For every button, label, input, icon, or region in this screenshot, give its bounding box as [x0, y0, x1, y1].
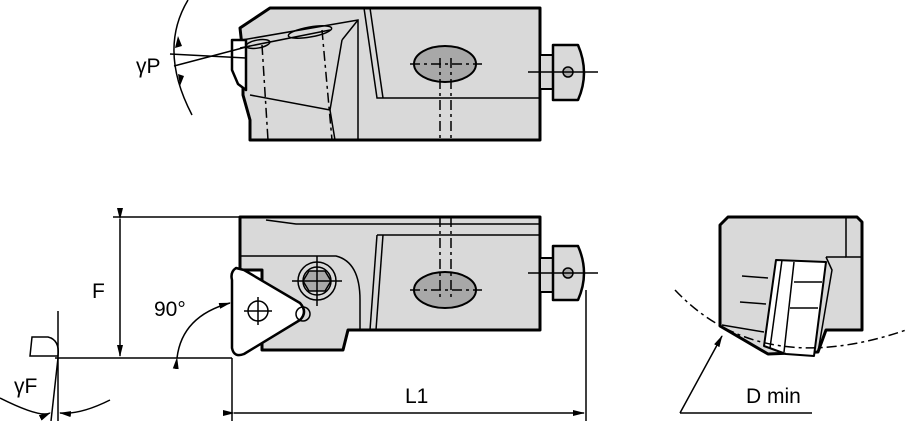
angle-90: [172, 302, 231, 370]
label-d-min: D min: [746, 385, 801, 408]
end-view: [674, 215, 906, 414]
label-gamma-p: γP: [136, 55, 161, 78]
label-angle-90: 90°: [154, 298, 186, 321]
dimension-f: [55, 208, 240, 359]
label-gamma-f: γF: [14, 375, 38, 398]
label-l1: L1: [405, 385, 429, 408]
top-view: [169, 0, 598, 142]
gamma-f-detail: [0, 311, 111, 421]
front-view: [230, 215, 598, 357]
dimension-l1: [223, 290, 587, 421]
label-f: F: [92, 280, 105, 303]
